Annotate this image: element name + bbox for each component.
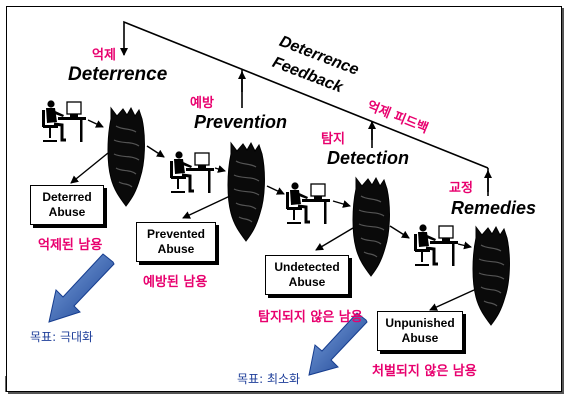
box-unpunished-abuse: Unpunished Abuse <box>377 311 463 351</box>
goal-minimize: 목표: 최소화 <box>237 372 301 386</box>
flame-icon-2 <box>227 142 266 242</box>
flame-icon-1 <box>107 107 146 207</box>
diagram-frame <box>6 6 562 392</box>
arrow-to-deterred <box>70 152 109 184</box>
box-korean-unpunished: 처벌되지 않은 남용 <box>372 364 477 379</box>
box-prevented-line2: Abuse <box>157 242 195 256</box>
stage-title-remedies: Remedies <box>451 198 537 218</box>
box-deterred-line2: Abuse <box>48 205 86 219</box>
stage-korean-deterrence: 억제 <box>92 48 116 63</box>
stage-title-detection: Detection <box>327 148 410 168</box>
arrow-to-undetected <box>315 227 354 251</box>
box-prevented-abuse: Prevented Abuse <box>136 222 216 262</box>
stage-korean-prevention: 예방 <box>190 96 214 111</box>
box-korean-deterred: 억제된 남용 <box>38 238 103 253</box>
stage-title-prevention: Prevention <box>194 112 288 132</box>
arrow-flame1-worker2 <box>146 145 165 158</box>
flame-icon-3 <box>352 177 391 277</box>
box-deterred-abuse: Deterred Abuse <box>30 185 104 225</box>
box-unpunished-line1: Unpunished <box>385 316 455 330</box>
arrow-to-prevented <box>182 195 231 219</box>
arrow-flame2-worker3 <box>266 185 285 195</box>
arrow-flame3-worker4 <box>389 225 410 239</box>
goal-arrow-minimize <box>308 312 368 376</box>
arrow-worker2-flame2 <box>214 165 226 173</box>
stage-korean-detection: 탐지 <box>321 132 345 147</box>
flame-icon-4 <box>472 226 511 326</box>
box-korean-prevented: 예방된 남용 <box>143 275 208 290</box>
arrow-worker4-flame4 <box>457 241 472 250</box>
worker-icon-4 <box>412 222 460 268</box>
box-unpunished-line2: Abuse <box>401 331 439 345</box>
worker-icon-2 <box>168 149 216 195</box>
arrow-worker1-flame1 <box>87 119 104 128</box>
arrow-worker3-flame3 <box>332 200 351 208</box>
arrow-to-unpunished <box>429 289 475 311</box>
box-undetected-abuse: Undetected Abuse <box>265 255 349 295</box>
box-prevented-line1: Prevented <box>146 227 206 241</box>
stage-korean-remedies: 교정 <box>449 181 473 196</box>
feedback-line <box>123 20 489 169</box>
goal-arrow-maximize <box>48 253 115 323</box>
worker-icon-3 <box>284 180 332 226</box>
box-korean-undetected: 탐지되지 않은 남용 <box>258 310 363 325</box>
box-undetected-line2: Abuse <box>288 275 326 289</box>
worker-icon-1 <box>40 98 88 144</box>
stage-title-deterrence: Deterrence <box>68 64 168 85</box>
box-undetected-line1: Undetected <box>274 260 340 274</box>
box-deterred-line1: Deterred <box>42 190 92 204</box>
goal-maximize: 목표: 극대화 <box>30 330 94 344</box>
